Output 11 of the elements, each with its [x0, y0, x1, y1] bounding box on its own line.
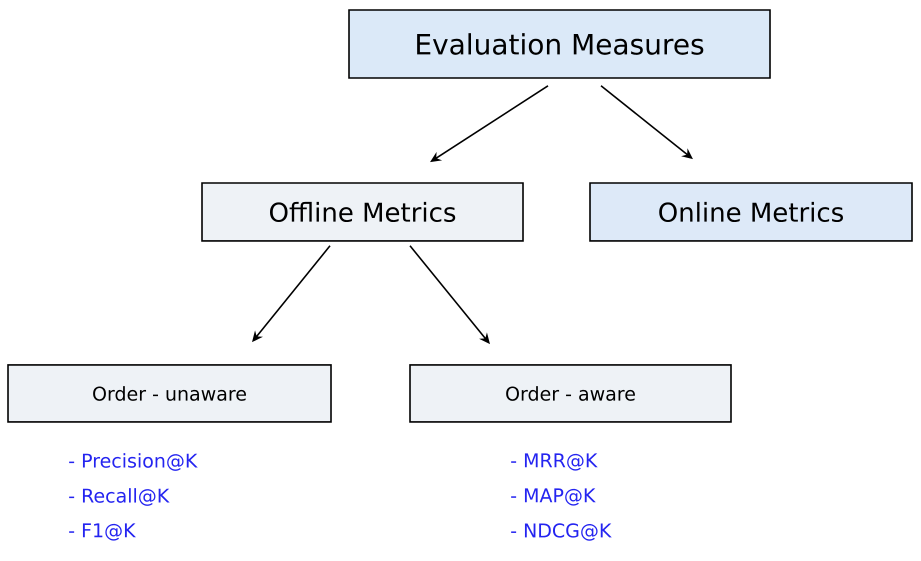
list-item: - MAP@K	[511, 488, 596, 506]
list-item: - Precision@K	[69, 453, 198, 471]
category-box: Offline Metrics	[201, 182, 524, 242]
list-item: - Recall@K	[69, 488, 170, 506]
list-item: - MRR@K	[511, 453, 598, 471]
category-box: Order - aware	[409, 364, 732, 423]
category-box: Evaluation Measures	[348, 9, 771, 79]
category-box: Order - unaware	[7, 364, 332, 423]
category-box: Online Metrics	[589, 182, 913, 242]
list-item: - F1@K	[69, 523, 136, 541]
list-item: - NDCG@K	[511, 523, 612, 541]
